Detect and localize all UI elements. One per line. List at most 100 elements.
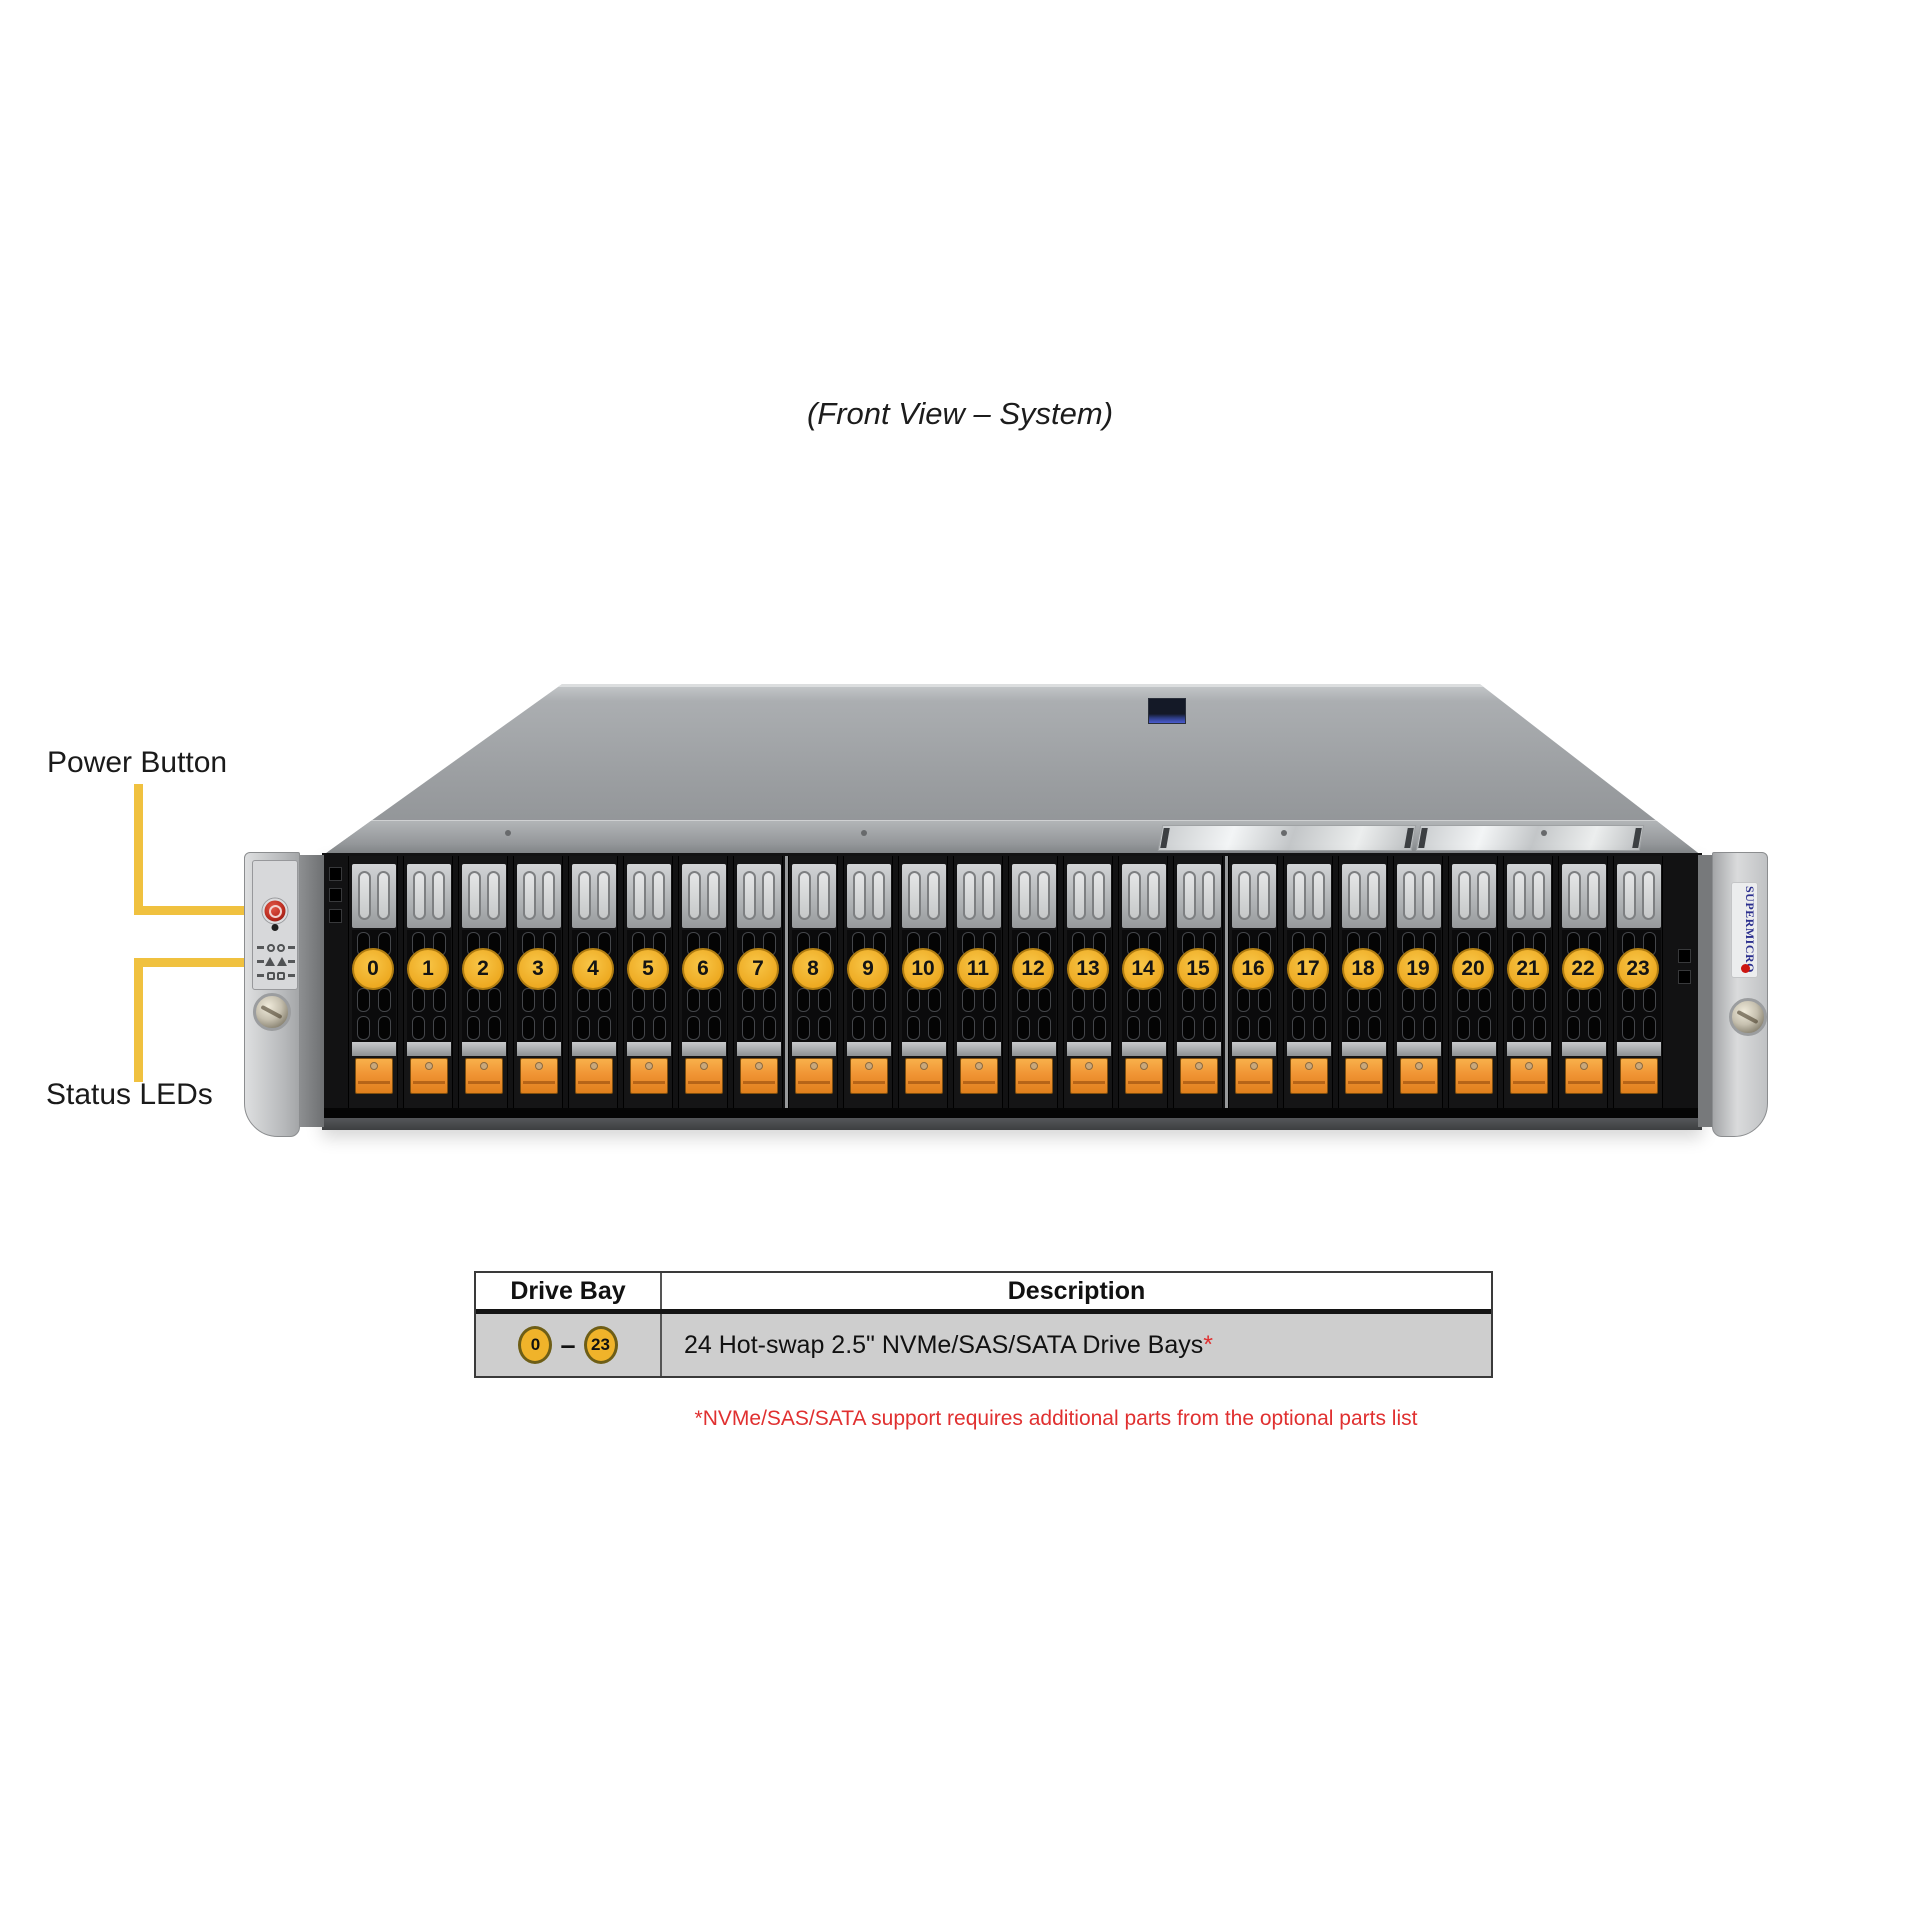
drive-tray: 18 [1338, 856, 1388, 1108]
handle-slot [707, 871, 720, 920]
vent-slot [488, 1016, 501, 1040]
drive-tray: 11 [953, 856, 1003, 1108]
supermicro-logo: SUPERMICRO [1731, 882, 1758, 978]
latch-screw [755, 1062, 763, 1070]
power-callout-line-vertical [134, 784, 143, 910]
vent-slot [1643, 988, 1656, 1012]
tray-lower-band [1507, 1042, 1551, 1056]
handle-slot [1073, 871, 1086, 920]
drive-tray: 17 [1283, 856, 1333, 1108]
tray-lower-band [1287, 1042, 1331, 1056]
vent-slot [708, 1016, 721, 1040]
label-sticker [1157, 825, 1417, 851]
vent-slot [687, 988, 700, 1012]
vent-slot [1203, 988, 1216, 1012]
drive-tray: 19 [1393, 856, 1443, 1108]
drive-bay-number-badge: 2 [462, 948, 504, 990]
drive-tray: 13 [1063, 856, 1113, 1108]
vent-slot [598, 1016, 611, 1040]
tray-release-latch [1345, 1058, 1383, 1094]
handle-slot [578, 871, 591, 920]
drive-tray: 16 [1228, 856, 1278, 1108]
vent-slot [1258, 988, 1271, 1012]
vent-slot [1292, 1016, 1305, 1040]
handle-slot [1587, 871, 1600, 920]
left-ear-bracket [298, 855, 324, 1127]
status-leds-label: Status LEDs [46, 1078, 213, 1111]
vent-slot [577, 988, 590, 1012]
handle-slot [982, 871, 995, 920]
vent-slot [1237, 1016, 1250, 1040]
vent-slot [852, 988, 865, 1012]
handle-slot [468, 871, 481, 920]
drive-bay-number-badge: 20 [1452, 948, 1494, 990]
vent-slot [1038, 1016, 1051, 1040]
handle-slot [1422, 871, 1435, 920]
tray-handle [352, 864, 396, 928]
vent-slot [1622, 988, 1635, 1012]
drive-tray: 14 [1118, 856, 1168, 1108]
status-callout-line-horizontal [134, 958, 260, 967]
tray-handle [517, 864, 561, 928]
tray-release-latch [795, 1058, 833, 1094]
latch-screw [1305, 1062, 1313, 1070]
tray-lower-band [462, 1042, 506, 1056]
latch-screw [1415, 1062, 1423, 1070]
vent-slot [742, 988, 755, 1012]
drive-bay-number: 5 [642, 957, 654, 980]
drive-tray: 2 [458, 856, 508, 1108]
vent-slot [1533, 988, 1546, 1012]
bezel-vent-holes [1678, 949, 1691, 984]
latch-screw [480, 1062, 488, 1070]
drive-bay-number: 7 [752, 957, 764, 980]
tray-release-latch [685, 1058, 723, 1094]
handle-slot [1513, 871, 1526, 920]
table-header-description: Description [1007, 1276, 1146, 1305]
handle-slot [358, 871, 371, 920]
vent-slot [1478, 988, 1491, 1012]
vent-slot [1127, 988, 1140, 1012]
drive-bay-number: 10 [911, 957, 935, 980]
tray-handle [407, 864, 451, 928]
handle-slot [1312, 871, 1325, 920]
vent-slot [653, 988, 666, 1012]
tray-release-latch [465, 1058, 503, 1094]
tray-handle [1562, 864, 1606, 928]
handle-slot [963, 871, 976, 920]
handle-slot [413, 871, 426, 920]
drive-tray: 6 [678, 856, 728, 1108]
vent-slot [1292, 988, 1305, 1012]
lip-screw [861, 830, 867, 836]
tray-release-latch [630, 1058, 668, 1094]
vent-slot [1093, 988, 1106, 1012]
vent-slot [1478, 1016, 1491, 1040]
tray-release-latch [410, 1058, 448, 1094]
vent-slot [543, 988, 556, 1012]
vent-slot [412, 1016, 425, 1040]
latch-screw [1250, 1062, 1258, 1070]
vent-slot [1588, 988, 1601, 1012]
vent-slot [1567, 988, 1580, 1012]
handle-slot [1183, 871, 1196, 920]
vent-slot [1017, 1016, 1030, 1040]
latch-screw [700, 1062, 708, 1070]
drive-bay-number: 20 [1461, 957, 1485, 980]
handle-slot [1403, 871, 1416, 920]
vent-slot [852, 1016, 865, 1040]
tray-release-latch [1510, 1058, 1548, 1094]
tray-lower-band [1617, 1042, 1661, 1056]
handle-slot [1348, 871, 1361, 920]
vent-slot [488, 988, 501, 1012]
drive-tray: 1 [403, 856, 453, 1108]
handle-slot [743, 871, 756, 920]
vent-slot [907, 988, 920, 1012]
bezel-vent-holes [329, 867, 342, 923]
vent-slot [1643, 1016, 1656, 1040]
vent-slot [763, 1016, 776, 1040]
lip-screw [1281, 830, 1287, 836]
tray-lower-band [1232, 1042, 1276, 1056]
drive-bay-number: 9 [862, 957, 874, 980]
drive-bay-number: 12 [1021, 957, 1045, 980]
uid-led [271, 924, 279, 931]
tray-release-latch [1455, 1058, 1493, 1094]
